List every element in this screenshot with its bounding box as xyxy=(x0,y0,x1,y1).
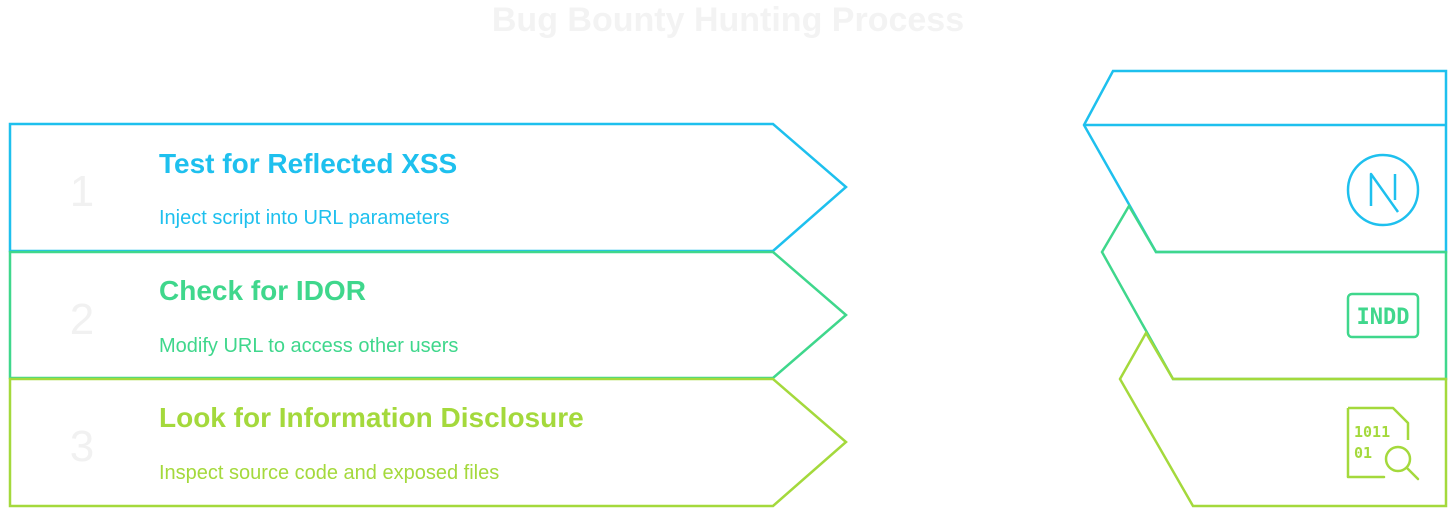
diagram-title: Bug Bounty Hunting Process xyxy=(491,1,965,39)
step-2-arrow xyxy=(8,250,848,380)
magnifier-lens xyxy=(1384,445,1412,473)
magnifier-handle xyxy=(1405,466,1420,481)
indd-file-icon: INDD xyxy=(1346,292,1420,339)
step-1-arrow xyxy=(8,122,848,253)
step-3-description: Inspect source code and exposed files xyxy=(159,462,499,484)
step-1: 1 Test for Reflected XSS Inject script i… xyxy=(8,122,848,253)
binary-bottom-text: 01 xyxy=(1354,444,1372,462)
step-2-number: 2 xyxy=(70,295,94,344)
binary-file-search-icon: 1011 01 xyxy=(1346,406,1420,481)
binary-top-text: 1011 xyxy=(1354,423,1390,441)
step-2: 2 Check for IDOR Modify URL to access ot… xyxy=(8,250,848,380)
ribbon-panel-2 xyxy=(1100,203,1448,381)
step-3: 3 Look for Information Disclosure Inspec… xyxy=(8,377,848,508)
step-1-description: Inject script into URL parameters xyxy=(159,207,449,229)
step-3-arrow xyxy=(8,377,848,508)
step-1-number: 1 xyxy=(70,167,94,216)
step-2-description: Modify URL to access other users xyxy=(159,335,458,357)
nextjs-icon xyxy=(1346,153,1420,227)
step-3-number: 3 xyxy=(70,422,94,471)
step-3-title: Look for Information Disclosure xyxy=(159,402,584,433)
step-2-title: Check for IDOR xyxy=(159,275,366,306)
ribbon-panel-3 xyxy=(1118,330,1448,508)
indd-icon-label: INDD xyxy=(1357,305,1410,330)
step-1-title: Test for Reflected XSS xyxy=(159,148,457,179)
